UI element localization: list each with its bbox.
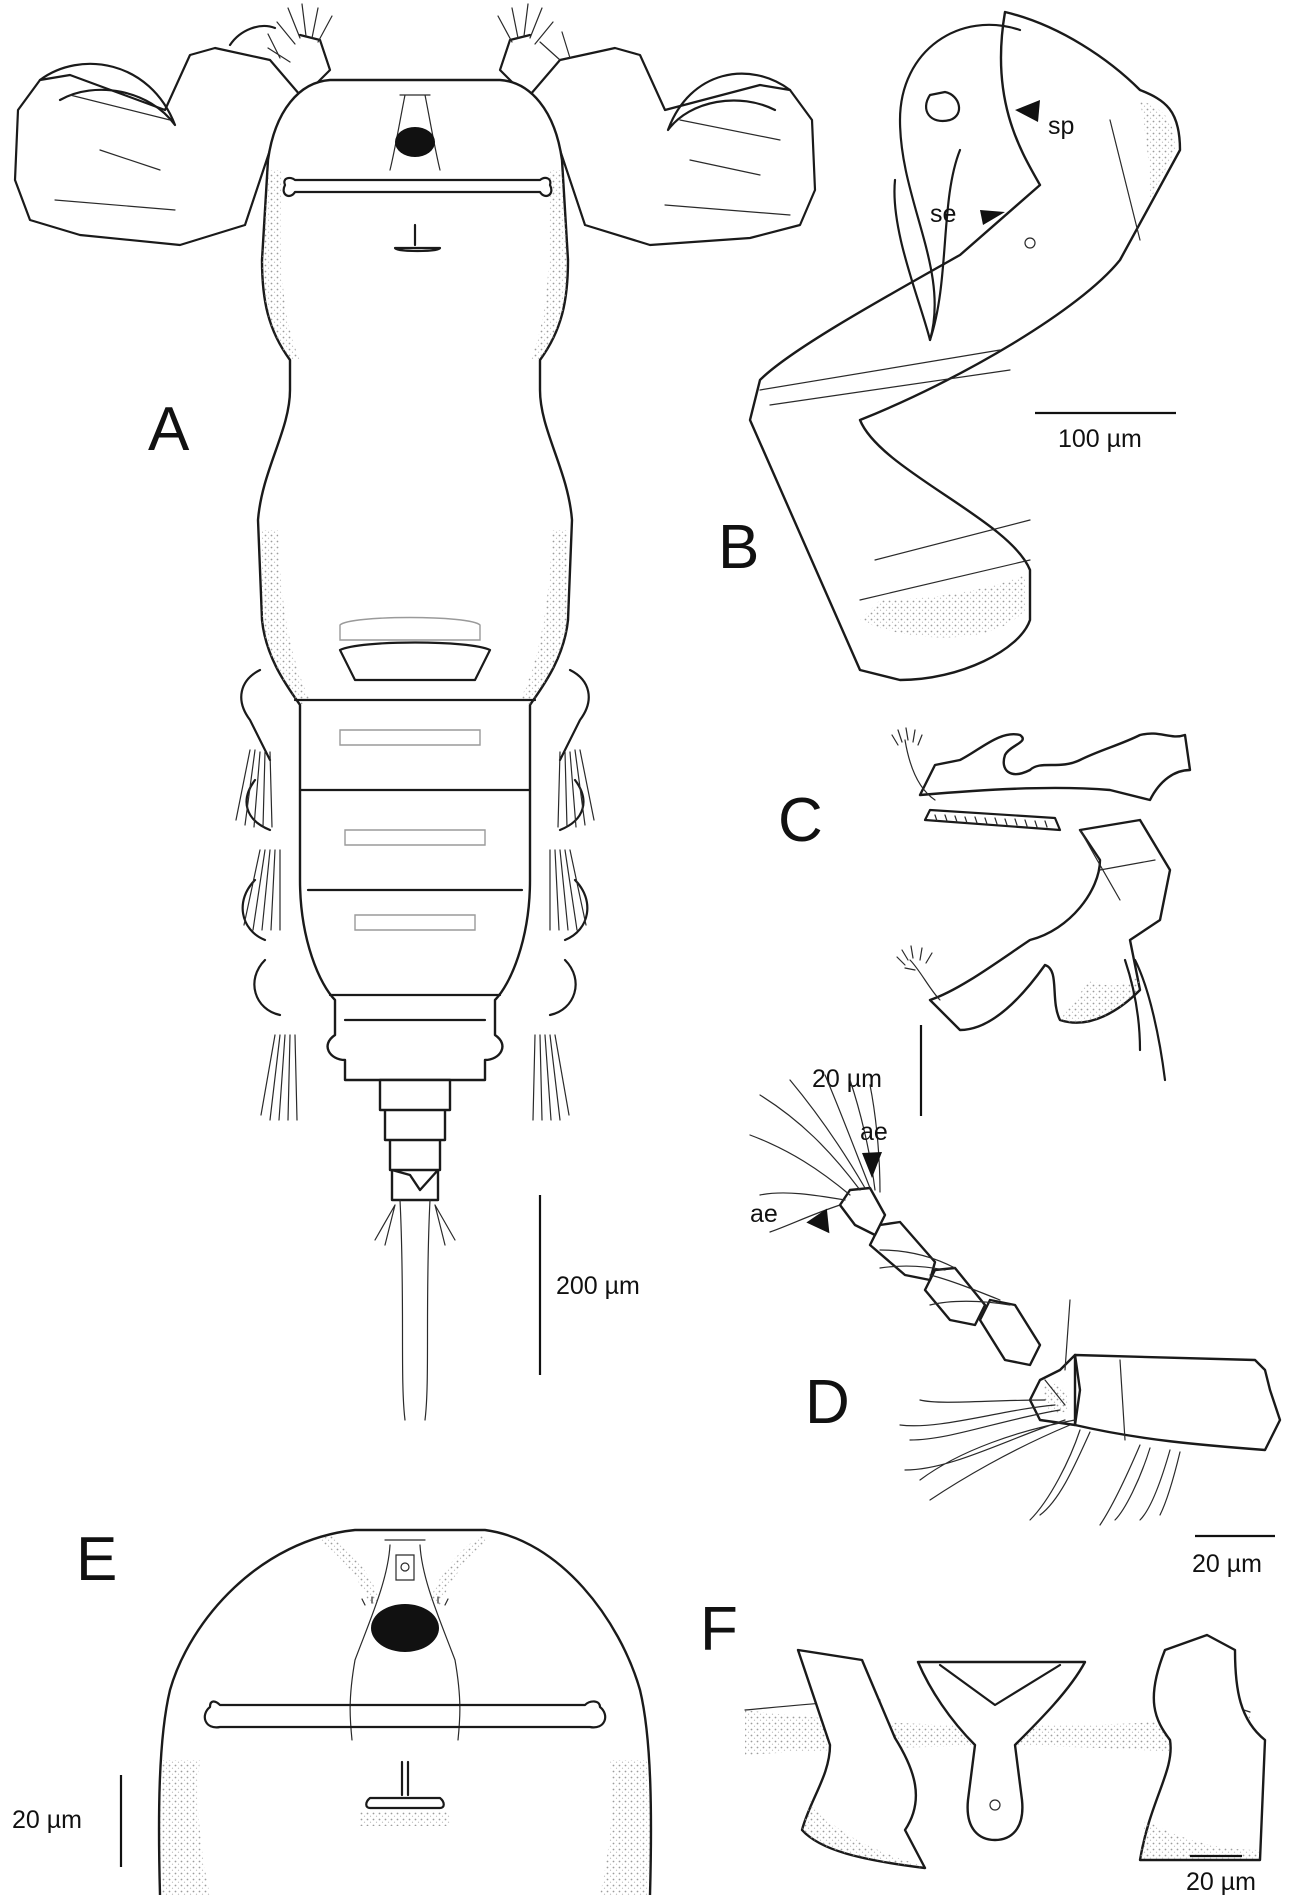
panel-c-scale-label: 20 µm	[812, 1065, 882, 1093]
panel-d-ae-upper-pointer	[862, 1152, 882, 1178]
panel-a-eye	[395, 127, 435, 157]
panel-a-letter: A	[148, 395, 190, 464]
panel-d-scale-label: 20 µm	[1192, 1550, 1262, 1578]
panel-b-drawing	[748, 10, 1182, 682]
panel-b-sp-label: sp	[1048, 112, 1074, 140]
panel-a-scale-label: 200 µm	[556, 1272, 640, 1300]
panel-a-right-antenna	[528, 46, 817, 247]
panel-f-scale-label: 20 µm	[1186, 1868, 1256, 1895]
panel-d-ae-upper-label: ae	[860, 1118, 888, 1146]
panel-b-se-label: se	[930, 200, 956, 228]
panel-b-letter: B	[718, 513, 759, 582]
panel-d-drawing	[749, 1074, 1282, 1526]
panel-d-ae-lower-label: ae	[750, 1200, 778, 1228]
panel-d-antennule-outline	[1073, 1353, 1282, 1452]
panel-a-drawing	[13, 3, 817, 1421]
panel-b-scale-label: 100 µm	[1058, 425, 1142, 453]
panel-a-right-legs	[532, 668, 595, 1121]
panel-e-head-outline	[157, 1528, 653, 1895]
panel-a-body-outline	[256, 78, 574, 1082]
panel-a-left-legs	[235, 668, 298, 1121]
panel-c-upper-part	[918, 732, 1192, 802]
panel-e-letter: E	[76, 1525, 117, 1594]
panel-e-drawing	[157, 1528, 653, 1895]
panel-b-antenna-outline	[748, 10, 1182, 682]
panel-e-eye	[371, 1604, 439, 1652]
panel-a-left-antenna	[13, 46, 302, 247]
panel-c-letter: C	[778, 786, 823, 855]
panel-a-caudal-setae	[374, 1199, 456, 1421]
panel-d-ae-lower-pointer	[806, 1208, 830, 1234]
panel-b-sp-pointer	[1015, 100, 1040, 122]
panel-f-letter: F	[700, 1595, 738, 1664]
panel-e-scale-label: 20 µm	[12, 1806, 82, 1834]
panel-b-se-pointer	[980, 210, 1005, 225]
panel-d-setae	[749, 1074, 1181, 1526]
panel-f-drawing	[744, 1633, 1267, 1870]
panel-c-drawing	[891, 727, 1192, 1082]
panel-d-letter: D	[805, 1368, 850, 1437]
